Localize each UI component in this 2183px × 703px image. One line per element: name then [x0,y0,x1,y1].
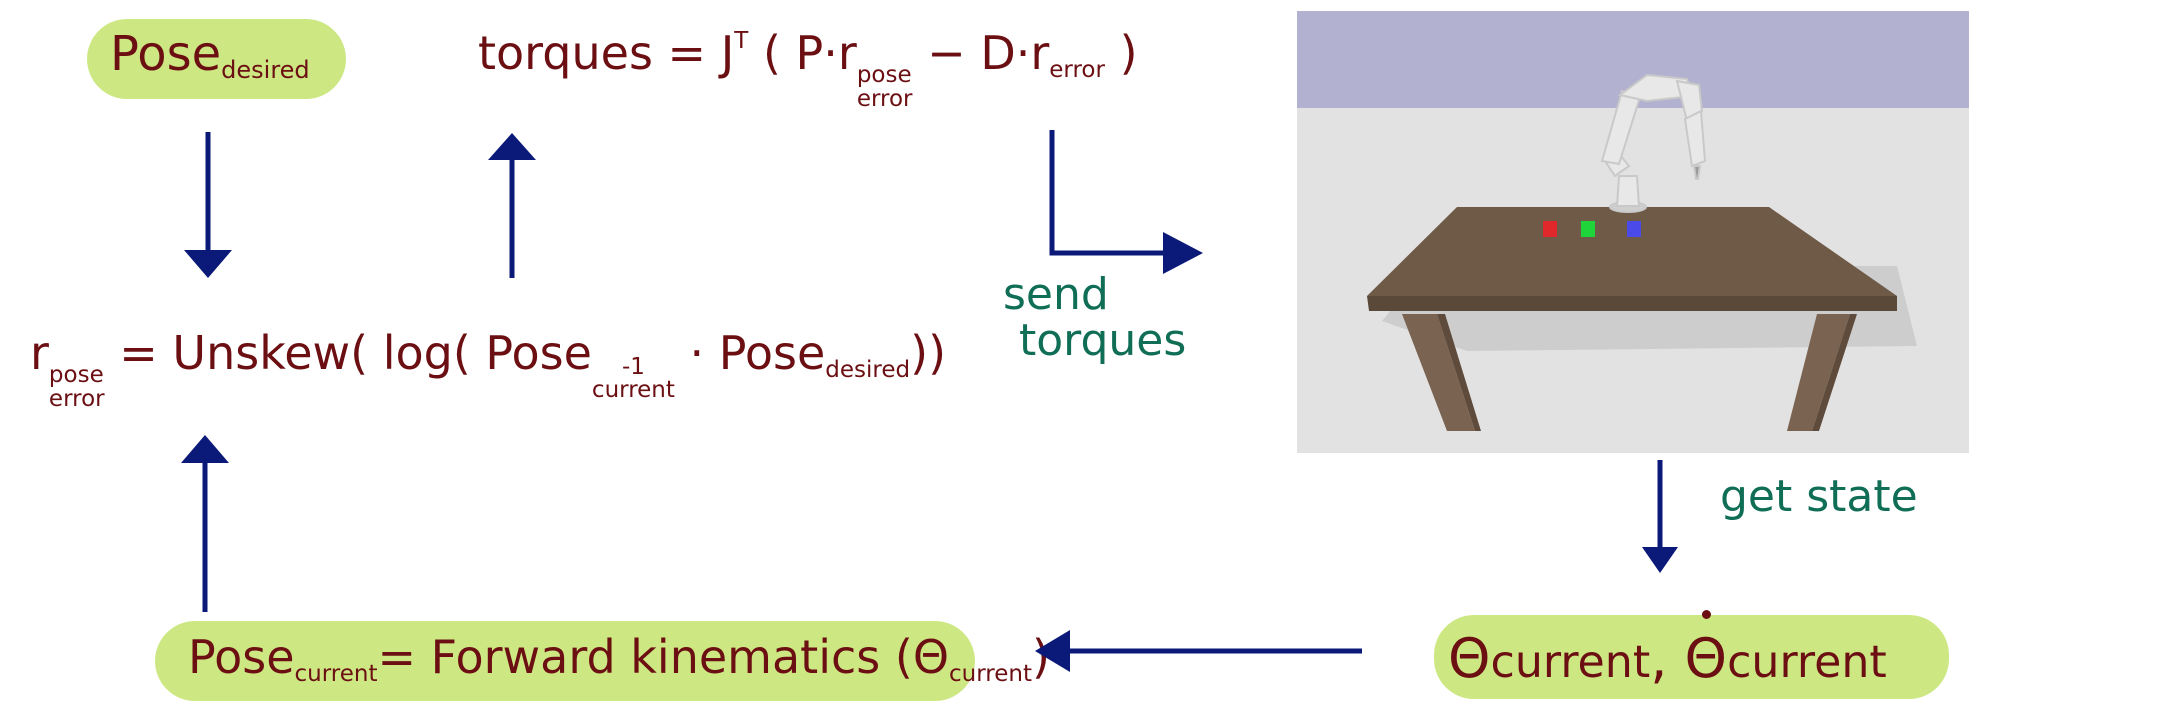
table-top-edge [1367,296,1897,311]
product-dot: · [689,326,705,380]
pose-current-inverse: Pose [485,326,592,380]
d-error-subscript: error [1049,57,1105,84]
theta-dot-current-text: current [1727,637,1887,688]
unskew-open-paren: ( [350,326,369,380]
torques-equals: = [667,26,707,80]
error-close-parens: )) [910,326,947,380]
r-symbol: r [30,326,49,380]
table-leg-front-right-side [1812,314,1857,431]
table-leg-front-left-side [1437,314,1481,431]
arrowhead-desired-to-error [184,250,232,278]
torques-minus: − [927,26,966,80]
torques-close-paren: ) [1119,26,1138,80]
r-sub-pose: pose [48,361,104,388]
log-open-paren: ( [452,326,471,380]
current-subscript: current [591,376,675,403]
error-equals: = [119,326,158,380]
theta-dot: Θ [1684,627,1728,690]
fk-equals: = [377,630,417,684]
pose-desired-main: Pose [110,26,222,82]
desired-subscript: desired [825,357,911,384]
forward-kinematics-pill [155,621,975,701]
fk-theta: Θ [912,630,950,684]
state-comma: , [1650,627,1668,690]
fk-theta-subscript: current [949,661,1033,688]
cube-red [1543,221,1557,237]
cube-blue [1627,221,1641,237]
d-gain-term: D·r [980,26,1050,80]
log-function: log [382,326,453,380]
theta-dot-current: Θ [1685,610,1727,686]
transpose-symbol: T [734,28,749,55]
unskew-function: Unskew [172,326,351,380]
torques-line: torques [1019,315,1187,366]
pose-desired-sub: desired [221,56,310,85]
table-top [1367,207,1897,296]
fk-open-paren: ( [894,630,913,684]
table-leg-front-left [1402,314,1475,431]
get-state-note: get state [1720,471,1918,522]
arrowhead-fk-to-error [181,435,229,463]
arrowhead-get-state [1642,547,1678,573]
arrowhead-error-to-torques [488,133,536,160]
arrow-send-torques [1049,130,1170,256]
sub-error: error [856,85,913,112]
table-leg-front-right [1787,314,1850,431]
inverse-superscript: -1 [621,353,645,380]
r-sub-error: error [48,385,105,412]
pose-desired-label: Posedesired [110,30,310,82]
pose-desired-term: Pose [718,326,826,380]
pose-desired-pill [87,19,346,99]
torques-lhs: torques [478,26,653,80]
torques-open-paren: ( [762,26,781,80]
send-torques-note: send torques [1003,272,1186,364]
robot-arm-icon [1600,73,1707,213]
state-pill [1434,615,1949,699]
fk-pose-subscript: current [294,661,378,688]
fk-pose: Pose [188,630,295,684]
theta-current: Θ [1448,627,1491,690]
arrowhead-state-to-fk [1035,630,1070,672]
simulation-render [1297,11,1969,453]
p-gain-term: P·r [795,26,857,80]
fk-function: Forward kinematics [430,630,881,684]
sub-pose: pose [856,61,912,88]
theta-current-text: current [1490,637,1651,688]
send-line: send [1003,269,1109,320]
arrowhead-send-torques [1163,232,1203,274]
jacobian-symbol: J [720,26,735,80]
state-label: Θcurrent, Θcurrent [1448,610,1887,688]
cube-green [1581,221,1595,237]
